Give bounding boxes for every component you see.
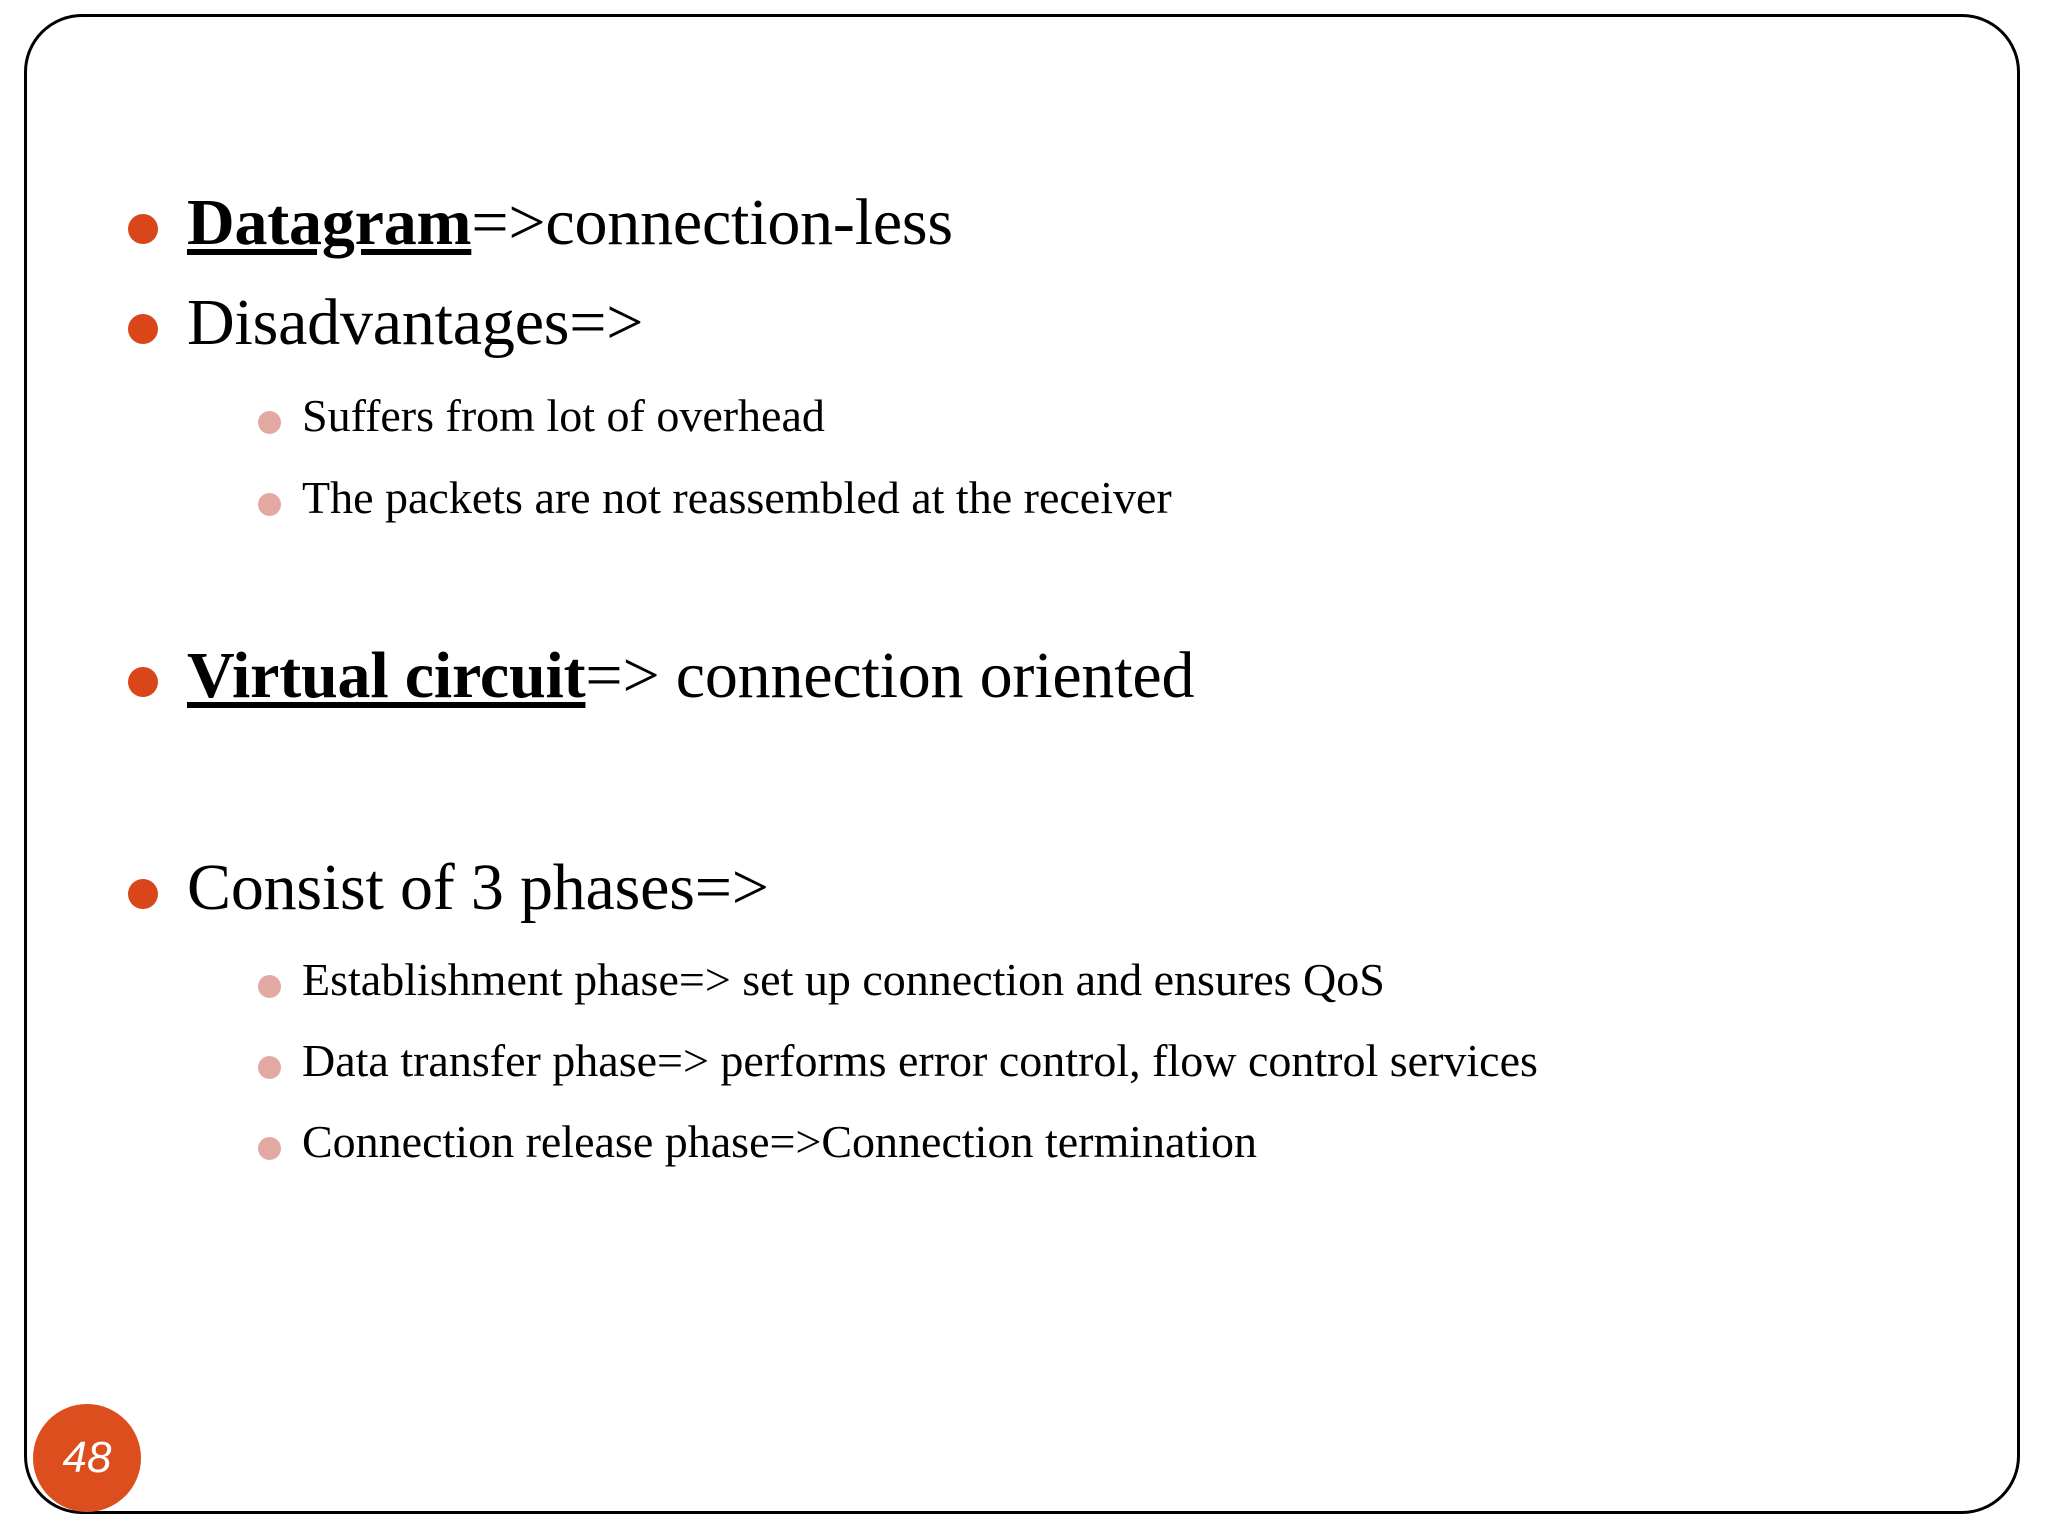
page-number-badge: 48 bbox=[33, 1404, 141, 1512]
bullet-text: The packets are not reassembled at the r… bbox=[302, 475, 1172, 521]
bullet-text: Disadvantages=> bbox=[187, 290, 644, 356]
bullet-rest: The packets are not reassembled at the r… bbox=[302, 472, 1172, 523]
bullet-datagram: Datagram=>connection-less bbox=[128, 190, 953, 256]
bullet-rest: Data transfer phase=> performs error con… bbox=[302, 1035, 1538, 1086]
bullet-rest: Disadvantages=> bbox=[187, 286, 644, 359]
bullet-marker-level1-icon bbox=[128, 879, 158, 909]
sub-bullet-data-transfer-phase: Data transfer phase=> performs error con… bbox=[258, 1038, 1538, 1084]
bullet-rest: Suffers from lot of overhead bbox=[302, 390, 825, 441]
page-number: 48 bbox=[62, 1433, 112, 1482]
bullet-marker-level1-icon bbox=[128, 214, 158, 244]
bullet-text: Datagram=>connection-less bbox=[187, 190, 953, 256]
bullet-text: Consist of 3 phases=> bbox=[187, 855, 769, 921]
bullet-emphasis: Virtual circuit bbox=[187, 639, 586, 712]
sub-bullet-establishment-phase: Establishment phase=> set up connection … bbox=[258, 957, 1385, 1003]
bullet-text: Suffers from lot of overhead bbox=[302, 393, 825, 439]
bullet-virtual-circuit: Virtual circuit=> connection oriented bbox=[128, 643, 1194, 709]
bullet-consist-phases: Consist of 3 phases=> bbox=[128, 855, 769, 921]
bullet-marker-level2-icon bbox=[258, 493, 281, 516]
bullet-text: Connection release phase=>Connection ter… bbox=[302, 1119, 1257, 1165]
bullet-marker-level2-icon bbox=[258, 1137, 281, 1160]
bullet-marker-level2-icon bbox=[258, 1056, 281, 1079]
bullet-text: Virtual circuit=> connection oriented bbox=[187, 643, 1194, 709]
bullet-marker-level1-icon bbox=[128, 667, 158, 697]
bullet-rest: Consist of 3 phases=> bbox=[187, 851, 769, 924]
bullet-disadvantages: Disadvantages=> bbox=[128, 290, 644, 356]
sub-bullet-reassembly: The packets are not reassembled at the r… bbox=[258, 475, 1172, 521]
bullet-rest: Connection release phase=>Connection ter… bbox=[302, 1116, 1257, 1167]
bullet-marker-level1-icon bbox=[128, 314, 158, 344]
bullet-marker-level2-icon bbox=[258, 975, 281, 998]
bullet-marker-level2-icon bbox=[258, 411, 281, 434]
bullet-emphasis: Datagram bbox=[187, 186, 472, 259]
sub-bullet-overhead: Suffers from lot of overhead bbox=[258, 393, 825, 439]
bullet-text: Establishment phase=> set up connection … bbox=[302, 957, 1385, 1003]
bullet-text: Data transfer phase=> performs error con… bbox=[302, 1038, 1538, 1084]
sub-bullet-connection-release-phase: Connection release phase=>Connection ter… bbox=[258, 1119, 1257, 1165]
bullet-rest: Establishment phase=> set up connection … bbox=[302, 954, 1385, 1005]
bullet-rest: =>connection-less bbox=[471, 186, 953, 259]
bullet-rest: => connection oriented bbox=[585, 639, 1195, 712]
